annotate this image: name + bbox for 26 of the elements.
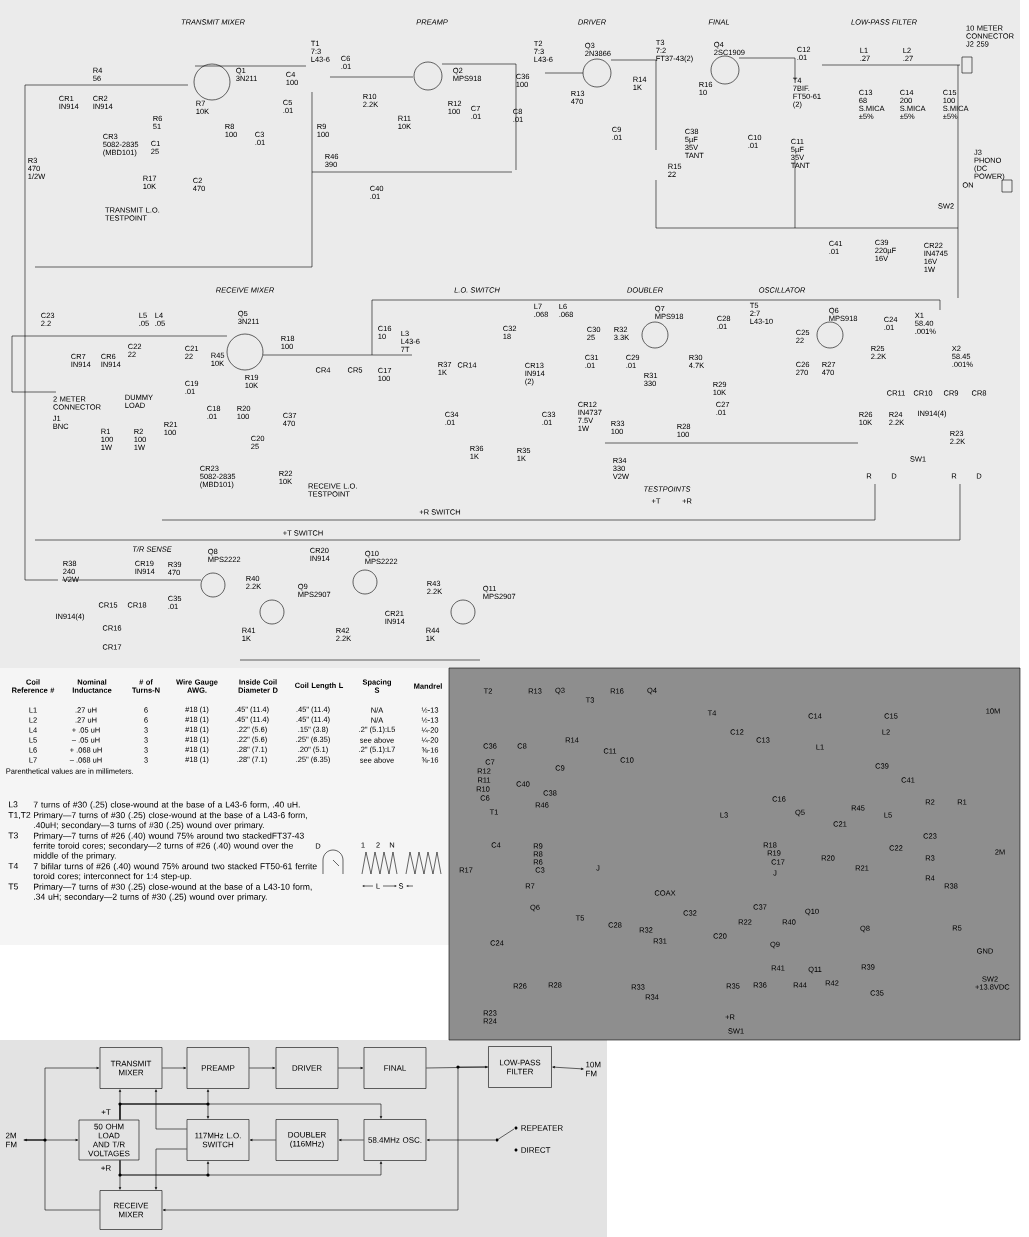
arrow <box>249 1066 276 1070</box>
note-reference: T3 <box>8 832 18 839</box>
arrow <box>249 1138 276 1142</box>
coil-note: Primary—7 turns of #30 (.25) close-wound at the base of a L43-6 form, .40uH; secondary—3 turns of #30 (.25) wound over primary. <box>34 811 307 830</box>
arrow <box>119 1160 383 1176</box>
arrow <box>23 1066 100 1141</box>
arrow <box>338 1066 364 1070</box>
coil-note: Primary—7 turns of #30 (.25) close-wound at the base of a L43-10 form, .34 uH; secondary—2 turns of #30 (.25) wound over primary. <box>34 883 312 902</box>
arrow <box>162 1066 187 1070</box>
arrow <box>154 1148 187 1190</box>
arrow <box>154 1089 187 1130</box>
arrow <box>162 1066 489 1212</box>
note-reference: T5 <box>8 883 18 890</box>
arrow <box>338 1138 364 1142</box>
coil-note: Primary—7 turns of #26 (.40) wound 75% around two stackedFT37-43 ferrite toroid cores; secondary—2 turns of #26 (.40) wound over the middle of the primary. <box>33 832 304 861</box>
arrow <box>426 1065 488 1069</box>
arrow <box>426 1138 496 1142</box>
switch-symbol <box>495 1126 518 1152</box>
coil-note: 7 turns of #30 (.25) close-wound at the base of a L43-6 form, .40 uH. <box>33 801 300 810</box>
arrow <box>24 1138 100 1211</box>
coil-note: 7 bifilar turns of #26 (.40) wound 75% around two stacked FT50-61 ferrite toroid cores; interconnect for 1:4 step-up. <box>33 862 317 881</box>
note-reference: L3 <box>9 801 18 808</box>
arrow <box>552 1066 584 1070</box>
note-reference: T4 <box>8 862 19 869</box>
arrow <box>119 1103 383 1120</box>
note-reference: T1,T2 <box>8 811 31 819</box>
